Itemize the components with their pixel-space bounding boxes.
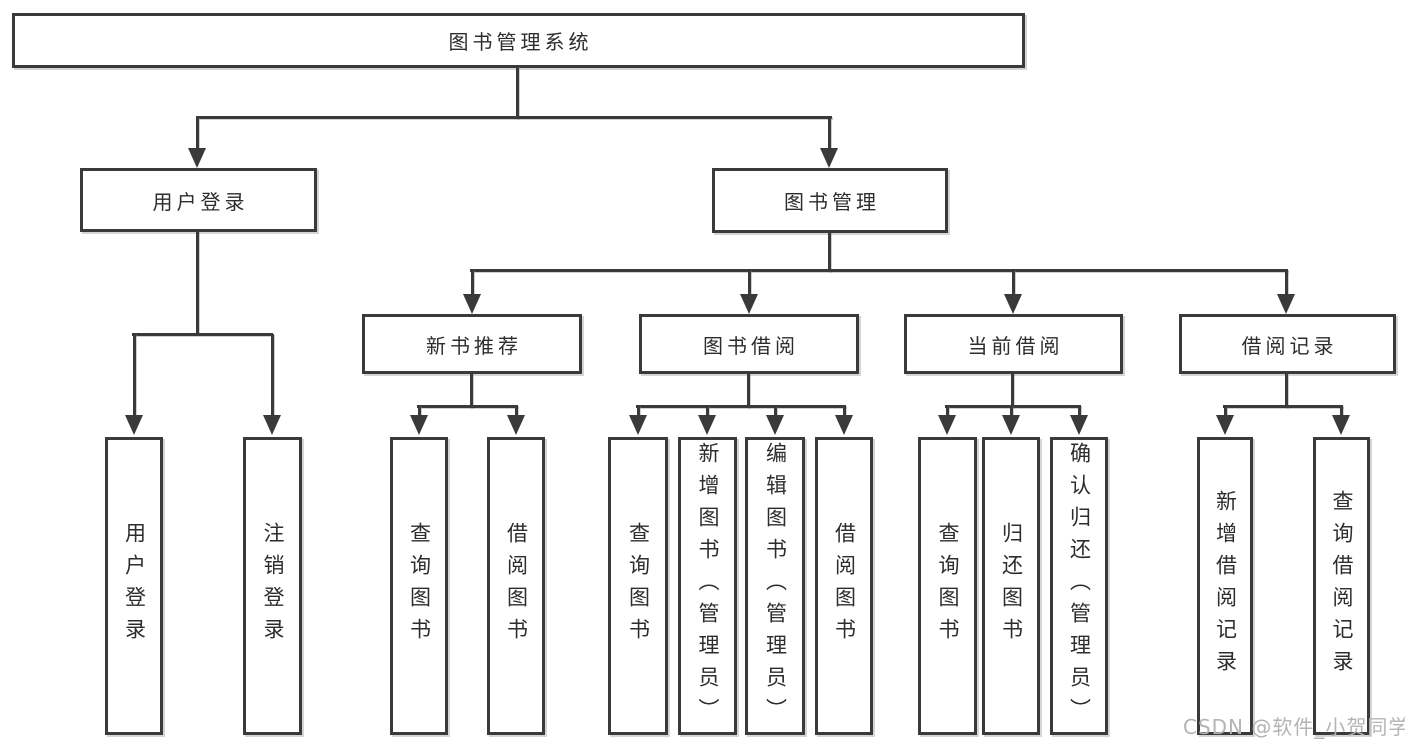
connector-line	[516, 66, 519, 119]
leaf-label: 查询图书	[936, 522, 960, 650]
connector-line	[1011, 373, 1014, 408]
node-label: 图书管理	[784, 190, 880, 214]
node-label: 新书推荐	[426, 333, 522, 358]
connector-line	[418, 406, 421, 420]
arrowhead-down-icon	[766, 415, 784, 435]
connector-line	[748, 270, 751, 297]
node-label: 借阅记录	[1241, 333, 1338, 358]
leaf-label: 编辑图书（管理员）	[763, 442, 788, 730]
leaf-label: 查询图书	[407, 522, 432, 650]
arrowhead-down-icon	[1332, 415, 1350, 435]
connector-line	[1012, 270, 1015, 297]
leaf-confirm-return-admin: 确认归还（管理员）	[1050, 437, 1108, 735]
arrowhead-down-icon	[1002, 415, 1020, 435]
leaf-add-books-admin: 新增图书（管理员）	[678, 437, 737, 735]
leaf-label: 查询借阅记录	[1330, 490, 1354, 682]
connector-line	[843, 406, 846, 420]
connector-line	[1340, 406, 1343, 420]
arrowhead-down-icon	[1216, 415, 1234, 435]
arrowhead-down-icon	[463, 294, 481, 314]
leaf-query-books-current: 查询图书	[918, 437, 977, 735]
connector-line	[747, 373, 750, 408]
connector-line	[417, 405, 518, 408]
leaf-label: 用户登录	[122, 522, 147, 650]
leaf-return-books: 归还图书	[982, 437, 1040, 735]
node-library-system: 图书管理系统	[12, 13, 1025, 68]
node-book-management: 图书管理	[712, 168, 948, 233]
connector-line	[828, 232, 831, 272]
leaf-query-borrow-record: 查询借阅记录	[1313, 437, 1370, 735]
connector-line	[515, 406, 518, 420]
connector-line	[774, 406, 777, 420]
connector-line	[1285, 270, 1288, 297]
node-label: 图书借阅	[703, 333, 799, 358]
connector-line	[1010, 406, 1013, 420]
leaf-label: 归还图书	[999, 522, 1024, 650]
connector-line	[946, 406, 949, 420]
arrowhead-down-icon	[125, 415, 143, 435]
arrowhead-down-icon	[1277, 294, 1295, 314]
arrowhead-down-icon	[410, 415, 428, 435]
node-new-book-recommend: 新书推荐	[362, 314, 582, 374]
leaf-borrow-books-borrowing: 借阅图书	[815, 437, 873, 735]
connector-line	[132, 333, 273, 336]
arrowhead-down-icon	[938, 415, 956, 435]
leaf-label: 查询图书	[626, 522, 651, 650]
leaf-add-borrow-record: 新增借阅记录	[1197, 437, 1253, 735]
leaf-label: 确认归还（管理员）	[1067, 442, 1092, 730]
leaf-query-books-recommend: 查询图书	[390, 437, 448, 735]
arrowhead-down-icon	[1004, 294, 1022, 314]
connector-line	[196, 116, 832, 119]
arrowhead-down-icon	[1070, 415, 1088, 435]
node-label: 用户登录	[152, 189, 249, 214]
arrowhead-down-icon	[820, 148, 838, 168]
leaf-user-login: 用户登录	[105, 437, 163, 735]
arrowhead-down-icon	[698, 415, 716, 435]
leaf-label: 注销登录	[261, 522, 285, 650]
connector-line	[1285, 373, 1288, 408]
connector-line	[1078, 406, 1081, 420]
node-user-login: 用户登录	[80, 168, 317, 232]
node-borrowing-records: 借阅记录	[1179, 314, 1396, 374]
arrowhead-down-icon	[835, 415, 853, 435]
connector-line	[636, 405, 846, 408]
connector-line	[1224, 406, 1227, 420]
arrowhead-down-icon	[629, 415, 647, 435]
connector-line	[637, 406, 640, 420]
connector-line	[196, 231, 199, 335]
arrowhead-down-icon	[188, 148, 206, 168]
leaf-label: 借阅图书	[504, 522, 529, 650]
leaf-logout: 注销登录	[243, 437, 302, 735]
node-book-borrowing: 图书借阅	[639, 314, 859, 374]
leaf-label: 借阅图书	[832, 522, 857, 650]
arrowhead-down-icon	[507, 415, 525, 435]
arrowhead-down-icon	[263, 415, 281, 435]
leaf-borrow-books-recommend: 借阅图书	[487, 437, 545, 735]
connector-line	[470, 373, 473, 408]
leaf-query-books-borrowing: 查询图书	[608, 437, 668, 735]
connector-line	[706, 406, 709, 420]
leaf-label: 新增借阅记录	[1213, 490, 1238, 682]
leaf-label: 新增图书（管理员）	[696, 442, 720, 730]
node-current-borrowing: 当前借阅	[904, 314, 1123, 374]
connector-line	[1223, 405, 1343, 408]
node-label: 图书管理系统	[448, 30, 593, 54]
connector-line	[133, 334, 136, 420]
connector-line	[196, 117, 199, 152]
connector-line	[271, 334, 274, 420]
arrowhead-down-icon	[740, 294, 758, 314]
connector-line	[945, 405, 1081, 408]
connector-line	[470, 269, 1288, 272]
csdn-watermark: CSDN @软件_小贺同学	[1183, 715, 1405, 739]
connector-line	[471, 270, 474, 297]
connector-line	[828, 117, 831, 152]
node-label: 当前借阅	[967, 333, 1064, 358]
leaf-edit-books-admin: 编辑图书（管理员）	[745, 437, 805, 735]
